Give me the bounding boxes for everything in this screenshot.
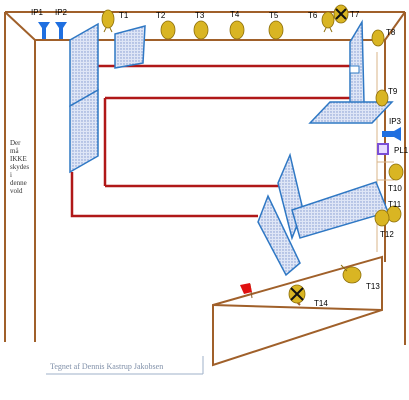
target-t1[interactable]: [101, 9, 115, 33]
wall-note-line-6: denne: [10, 179, 27, 187]
credit-text: Tegnet af Dennis Kastrup Jakobsen: [50, 362, 163, 371]
target-t7[interactable]: [333, 4, 349, 24]
target-icon: [342, 266, 362, 284]
target-icon: [388, 163, 404, 181]
flag: [240, 283, 253, 299]
target-t14[interactable]: [288, 284, 306, 304]
target-icon: [371, 29, 385, 47]
panel-right-floor: [308, 101, 394, 124]
target-icon: [375, 89, 389, 107]
label-t6: T6: [308, 11, 318, 20]
wall-note-line-4: skydes: [10, 163, 29, 171]
ip3-marker[interactable]: [382, 127, 401, 141]
label-t3: T3: [195, 11, 205, 20]
target-t4[interactable]: [229, 20, 245, 40]
target-t2[interactable]: [160, 20, 176, 40]
no-shoot-x-icon: [290, 287, 304, 301]
target-t12[interactable]: [374, 209, 390, 227]
wall-note-line-1: Der: [10, 139, 21, 147]
label-t7: T7: [350, 10, 360, 19]
panel-t1: [114, 25, 146, 69]
target-t3[interactable]: [193, 20, 209, 40]
flag-icon: [240, 283, 252, 294]
panels: [69, 19, 394, 277]
ip-marker-icon: [382, 127, 401, 141]
targets: [101, 4, 404, 304]
no-shoot-x-icon: [335, 8, 347, 20]
red-barriers: [70, 64, 350, 229]
label-t11: T11: [388, 200, 402, 209]
target-icon: [268, 20, 284, 40]
target-icon: [229, 20, 245, 40]
label-ip1: IP1: [31, 8, 44, 17]
ip2-marker[interactable]: [55, 22, 67, 39]
wall-note-line-5: i: [10, 171, 12, 179]
ip1-marker[interactable]: [38, 22, 50, 39]
ip-marker-icon: [55, 22, 67, 39]
target-icon: [321, 11, 335, 29]
label-t1: T1: [119, 11, 129, 20]
white-marker-box: [349, 65, 360, 74]
panel-right-long: [291, 181, 390, 239]
label-t12: T12: [380, 230, 394, 239]
target-icon: [193, 20, 209, 40]
target-icon: [160, 20, 176, 40]
label-t5: T5: [269, 11, 279, 20]
top-berm-slope: [4, 11, 406, 41]
barrier-bottom: [70, 172, 258, 218]
label-t14: T14: [314, 299, 328, 308]
label-t10: T10: [388, 184, 402, 193]
label-ip3: IP3: [389, 117, 402, 126]
credit-box: Tegnet af Dennis Kastrup Jakobsen: [46, 356, 204, 375]
pl1-square-icon[interactable]: [377, 143, 389, 155]
panel-right-vertical: [349, 19, 365, 107]
target-icon: [101, 9, 115, 29]
target-t10[interactable]: [388, 163, 404, 181]
target-t6[interactable]: [321, 11, 335, 33]
panel-left-lower: [69, 88, 99, 174]
target-t8[interactable]: [371, 29, 385, 47]
label-t13: T13: [366, 282, 380, 291]
wall-note-line-2: må: [10, 147, 19, 155]
target-icon: [374, 209, 390, 227]
label-ip2: IP2: [55, 8, 68, 17]
wall-note-line-3: IKKE: [10, 155, 27, 163]
wall-note: Der må IKKE skydes i denne vold: [10, 139, 29, 195]
label-pl1: PL1: [394, 146, 409, 155]
target-t13[interactable]: [340, 264, 362, 284]
wall-note-line-7: vold: [10, 187, 23, 195]
label-t9: T9: [388, 87, 398, 96]
label-t8: T8: [386, 28, 396, 37]
ip-marker-icon: [38, 22, 50, 39]
label-t2: T2: [156, 11, 166, 20]
berm-walls: [4, 11, 406, 345]
panel-center-lower: [257, 194, 301, 277]
target-t5[interactable]: [268, 20, 284, 40]
target-t9[interactable]: [375, 89, 389, 107]
label-t4: T4: [230, 10, 240, 19]
labels: IP1 IP2 T1 T2 T3 T4 T5 T6 T7 T8 T9 IP3 P…: [31, 8, 409, 308]
